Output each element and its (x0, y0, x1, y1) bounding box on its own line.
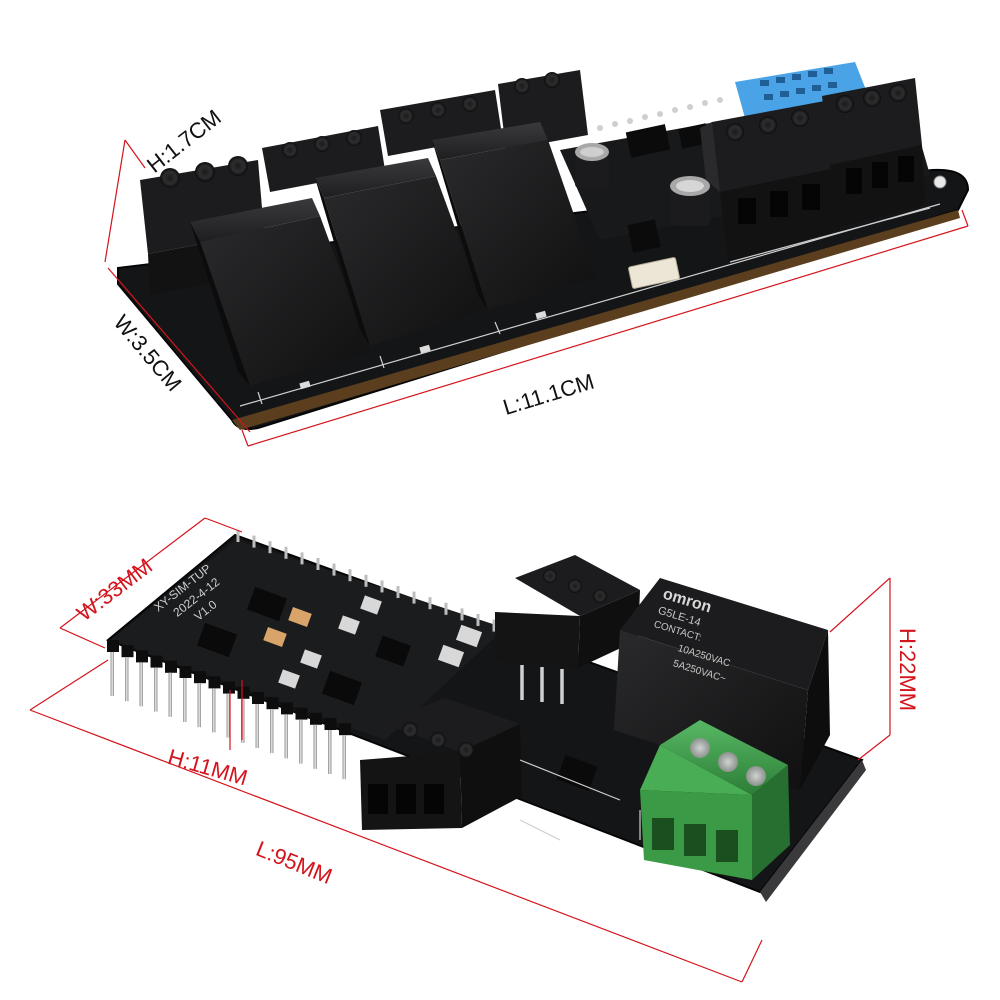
top-board-pcb-edge (232, 210, 960, 430)
header-pin (183, 678, 187, 722)
header-pin-base (179, 666, 192, 678)
bottom-board: XY-SIM-TUP 2022-4-12 V1.0 (29, 517, 891, 983)
bottom-board-smd-components (196, 586, 598, 792)
header-pin-top (492, 619, 496, 632)
bottom-board-green-terminal (640, 720, 790, 880)
header-pin-base (281, 702, 293, 715)
header-pin (110, 652, 114, 696)
header-pin (139, 662, 143, 707)
header-pin (284, 714, 288, 759)
top-board-relay (432, 122, 596, 310)
header-pin-base (237, 686, 250, 699)
header-pin-base (223, 681, 235, 694)
bottom-board-pcb-edge (760, 760, 866, 902)
header-pin-base (107, 640, 119, 652)
header-pin-base (266, 697, 279, 710)
top-board-chip (627, 219, 661, 253)
header-pin (313, 724, 317, 769)
header-pin-top (268, 541, 272, 554)
header-pin (212, 688, 216, 733)
header-pin-top (444, 602, 448, 615)
top-board-mount-hole (933, 175, 947, 189)
header-pin-base (310, 712, 322, 725)
header-pin (154, 667, 158, 712)
header-pin-base (295, 707, 308, 720)
bottom-board-omron-relay: omron G5LE-14 CONTACT: 10A250VAC 5A250VA… (614, 578, 830, 790)
header-pin-top (300, 552, 304, 565)
header-pin-base (208, 676, 221, 689)
header-pin-top (412, 591, 416, 604)
top-board-capacitor (575, 143, 609, 188)
header-pin-top (284, 546, 288, 559)
header-pin-top (316, 558, 320, 570)
header-pin-base (194, 671, 206, 684)
header-pin-base (136, 650, 148, 663)
top-board-relay (315, 158, 485, 346)
header-pin-top (460, 608, 464, 621)
header-pin-base (324, 718, 337, 730)
bottom-board-pin-header (107, 640, 351, 780)
header-pin-top (252, 535, 256, 548)
bottom-board-pin-header-top (236, 530, 496, 632)
top-board-capacitor (670, 176, 710, 226)
header-pin-top (396, 586, 400, 598)
header-pin (197, 683, 201, 728)
bottom-board-dimension-lines (29, 517, 891, 983)
bottom-height-label: H:22MM (895, 628, 920, 712)
bottom-board-black-terminal-top (495, 555, 640, 704)
top-board-relay (190, 198, 370, 386)
header-pin (168, 672, 172, 717)
header-pin-top (236, 530, 240, 542)
header-pin (255, 704, 259, 748)
top-board-led (419, 344, 431, 354)
top-board-jst-connector (628, 257, 680, 289)
top-board-chip (625, 124, 671, 158)
header-pin (328, 730, 332, 774)
header-pin (125, 657, 129, 702)
header-pin (241, 698, 245, 743)
header-pin (226, 693, 230, 738)
header-pin-top (428, 597, 432, 610)
top-board-right-terminal (700, 100, 840, 262)
header-pin (299, 719, 303, 764)
header-pin-top (380, 580, 384, 593)
header-pin-top (332, 563, 336, 576)
header-pin-base (252, 692, 264, 704)
top-board (104, 62, 970, 447)
bottom-board-black-terminal-front (360, 698, 522, 830)
header-pin-base (339, 723, 351, 736)
top-board-silkscreen (239, 203, 941, 407)
header-pin-top (476, 614, 480, 626)
top-board-dimension-lines (104, 139, 969, 447)
top-board-header-pins (597, 97, 723, 131)
bottom-board-silkscreen (519, 759, 641, 841)
top-board-led (299, 380, 311, 390)
top-board-led (535, 310, 547, 320)
header-pin (342, 735, 346, 780)
top-board-right-terminal (822, 78, 925, 228)
header-pin-base (165, 660, 177, 673)
header-pin-base (150, 655, 163, 668)
header-pin-base (121, 645, 134, 658)
header-pin-top (348, 569, 352, 582)
header-pin (270, 709, 274, 754)
bottom-board-sim-module (110, 540, 505, 740)
header-pin-top (364, 574, 368, 587)
